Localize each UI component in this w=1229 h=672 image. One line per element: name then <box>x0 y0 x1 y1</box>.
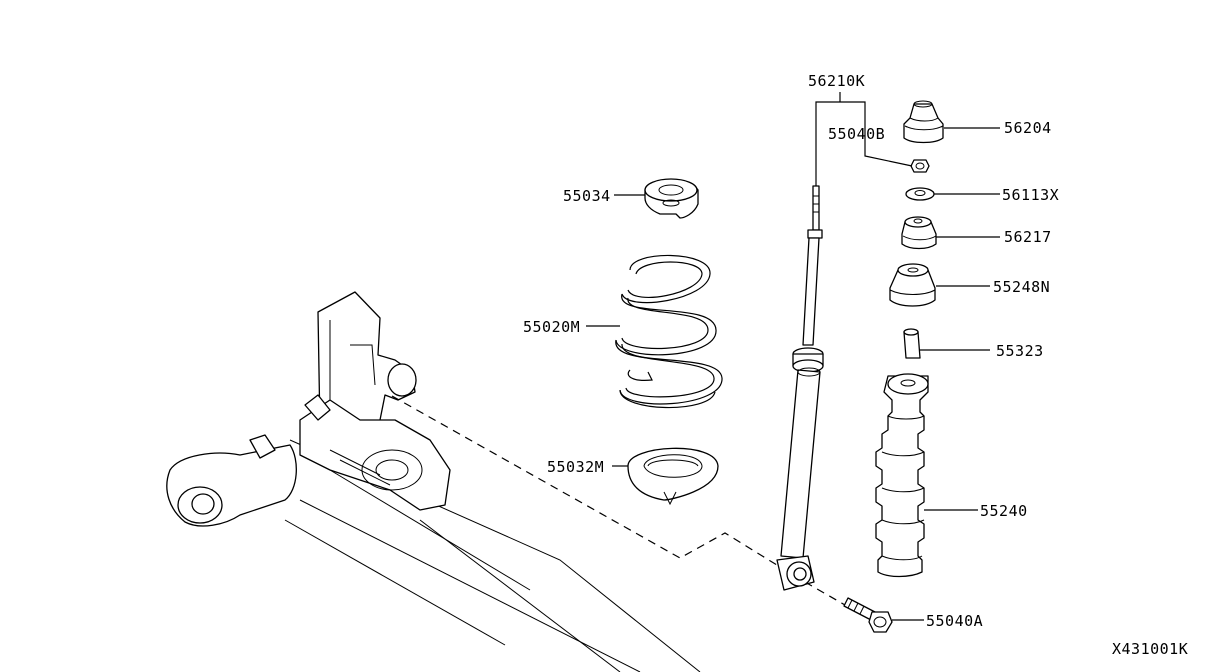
label-55040B: 55040B <box>828 125 885 143</box>
shock-absorber <box>776 185 824 591</box>
coil-spring-55020M <box>615 254 723 409</box>
figure-code: X431001K <box>1112 640 1188 658</box>
part-labels: 56210K 55040B 56204 56113X 56217 55248N … <box>523 72 1188 658</box>
bolt-55040A <box>843 597 893 633</box>
rear-axle-beam <box>166 291 701 672</box>
washer-56113X <box>905 187 935 201</box>
label-56204: 56204 <box>1004 119 1052 137</box>
label-55020M: 55020M <box>523 318 580 336</box>
insulator-55248N <box>889 263 936 307</box>
cap-56204 <box>903 100 944 144</box>
label-55248N: 55248N <box>993 278 1050 296</box>
label-55032M: 55032M <box>547 458 604 476</box>
spring-seat-upper-55034 <box>644 178 699 219</box>
spring-seat-lower-55032M <box>627 447 719 506</box>
bolt-dashed-line <box>804 581 846 606</box>
label-56217: 56217 <box>1004 228 1052 246</box>
spacer-55323 <box>903 328 921 359</box>
assembly-dashed-line <box>391 395 786 571</box>
label-56210K: 56210K <box>808 72 865 90</box>
bumper-boot-55240 <box>875 373 929 578</box>
label-55323: 55323 <box>996 342 1044 360</box>
nut-55040B <box>910 159 930 173</box>
label-56113X: 56113X <box>1002 186 1059 204</box>
bushing-56217 <box>901 216 937 250</box>
label-55040A: 55040A <box>926 612 983 630</box>
leader-lines <box>586 92 1000 621</box>
label-55240: 55240 <box>980 502 1028 520</box>
label-55034: 55034 <box>563 187 611 205</box>
